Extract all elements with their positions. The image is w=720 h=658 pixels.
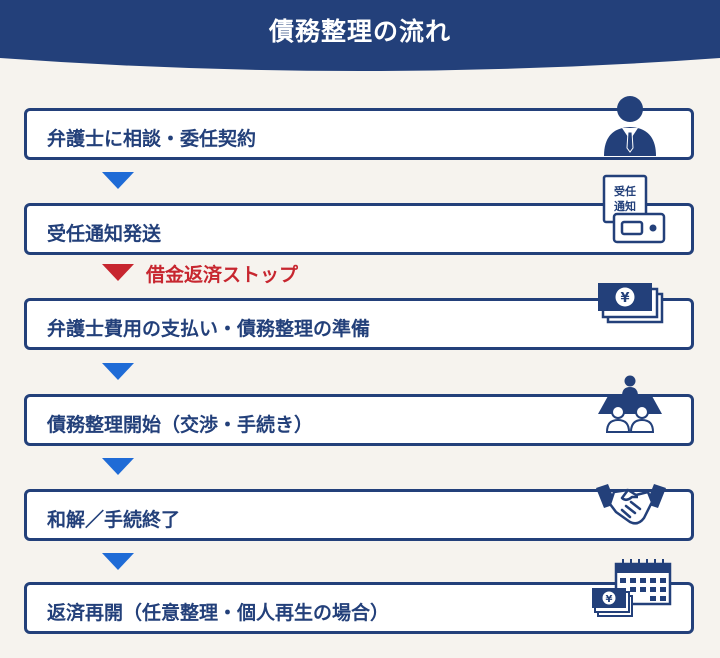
stamp-line-2: 通知 — [614, 199, 636, 213]
debt-repayment-stop-note: 借金返済ストップ — [146, 264, 299, 286]
calendar-payment-icon: ¥ — [590, 556, 674, 628]
yen-banknotes-icon: ¥ — [596, 280, 666, 330]
step-6-label: 返済再開（任意整理・個人再生の場合） — [47, 602, 390, 624]
flow-arrow-4 — [102, 458, 134, 475]
flow-arrow-1 — [102, 172, 134, 189]
handshake-icon — [594, 480, 668, 534]
step-3-label: 弁護士費用の支払い・債務整理の準備 — [47, 318, 371, 340]
step-1-box: 弁護士に相談・委任契約 — [24, 108, 694, 160]
step-2-box: 受任通知発送 — [24, 203, 694, 255]
step-4-label: 債務整理開始（交渉・手続き） — [47, 414, 314, 436]
stamp-line-1: 受任 — [614, 184, 636, 198]
flow-arrow-3 — [102, 363, 134, 380]
step-5-label: 和解／手続終了 — [47, 509, 181, 531]
page-title: 債務整理の流れ — [268, 17, 451, 46]
yen-symbol-small: ¥ — [606, 594, 613, 605]
step-1-label: 弁護士に相談・委任契約 — [47, 128, 257, 150]
lawyer-icon — [600, 94, 660, 162]
negotiation-meeting-icon — [594, 374, 666, 442]
notice-document-icon: 受任 通知 — [600, 172, 666, 252]
header-background — [0, 0, 720, 71]
yen-symbol: ¥ — [620, 291, 629, 306]
step-3-box: 弁護士費用の支払い・債務整理の準備 — [24, 298, 694, 350]
step-2-label: 受任通知発送 — [47, 223, 162, 245]
flow-arrow-2-stop — [102, 264, 134, 281]
header-banner: 債務整理の流れ — [0, 0, 720, 74]
step-6-box: 返済再開（任意整理・個人再生の場合） — [24, 582, 694, 634]
flow-arrow-5 — [102, 553, 134, 570]
step-4-box: 債務整理開始（交渉・手続き） — [24, 394, 694, 446]
step-5-box: 和解／手続終了 — [24, 489, 694, 541]
